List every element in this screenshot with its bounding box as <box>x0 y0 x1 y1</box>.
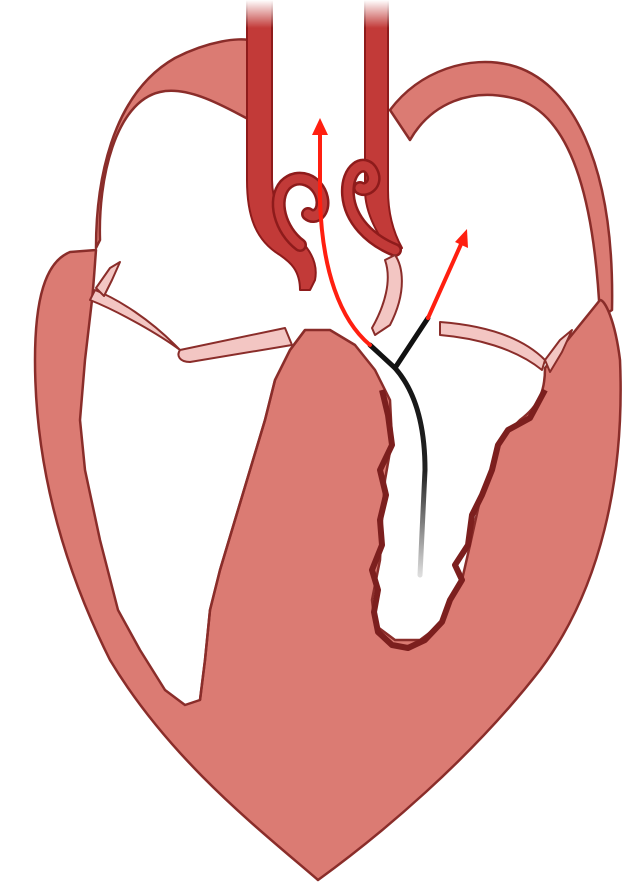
arrow-up-right-icon <box>428 229 468 318</box>
tricuspid-valve <box>90 290 180 350</box>
pulmonary-artery-vessel <box>365 0 402 255</box>
tricuspid-valve-base <box>96 262 120 296</box>
ventricle-body <box>35 250 621 880</box>
tricuspid-leaflet <box>178 328 292 362</box>
vessel-fade <box>240 0 400 28</box>
pulmonary-valve <box>372 255 402 335</box>
left-atrium-wall <box>390 62 612 318</box>
catheter-branch <box>395 318 428 368</box>
heart-outer-wall <box>96 39 250 248</box>
mitral-valve <box>440 322 545 370</box>
